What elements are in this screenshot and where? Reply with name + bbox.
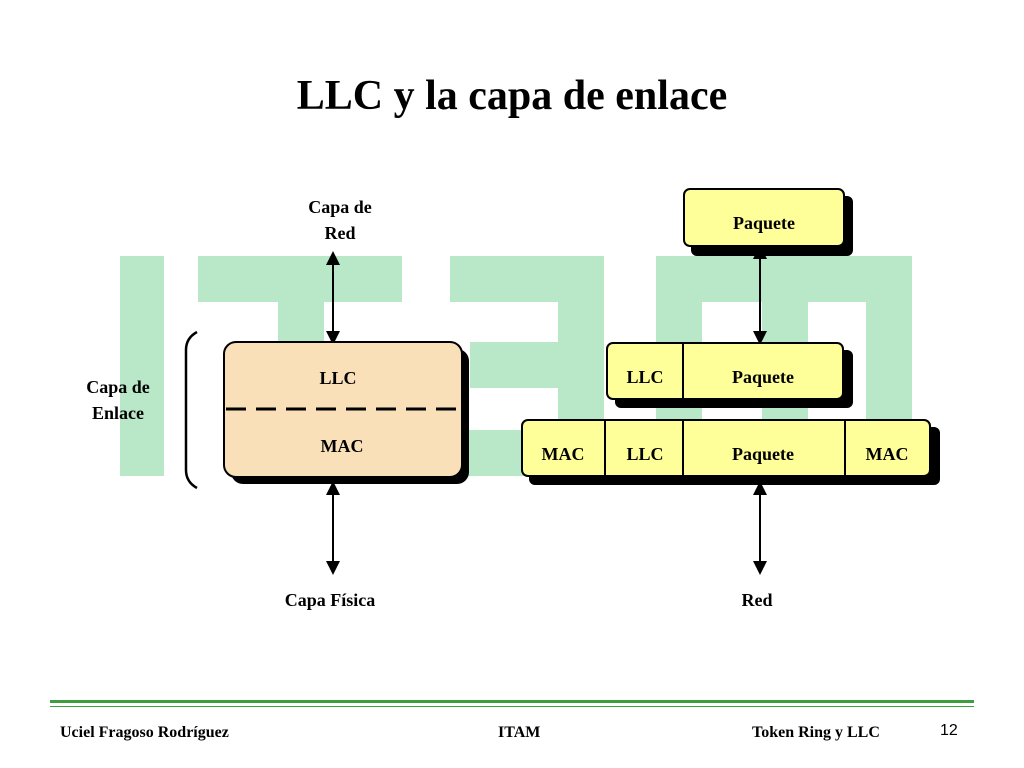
llc-row-llc: LLC [626,367,663,387]
slide-title: LLC y la capa de enlace [296,73,728,119]
footer-institution: ITAM [498,724,541,741]
red-label: Red [741,590,773,610]
llc-mac-box: LLC MAC [223,341,469,484]
box-llc-label: LLC [319,368,356,388]
mac-frame-row: MAC LLC Paquete MAC [521,419,940,485]
page-number: 12 [940,722,958,739]
capa-enlace-line1: Capa de [86,377,150,397]
frame-mac-trailer: MAC [866,444,909,464]
footer-rule-thin [50,706,974,707]
capa-red-line1: Capa de [308,197,372,217]
packet-box: Paquete [683,188,853,256]
llc-packet-row: LLC Paquete [606,342,853,408]
llc-row-packet: Paquete [732,367,794,387]
watermark-letter-i [120,256,164,476]
capa-enlace-line2: Enlace [92,403,144,423]
box-mac-label: MAC [321,436,364,456]
frame-packet: Paquete [732,444,794,464]
capa-red-line2: Red [324,223,356,243]
footer-topic: Token Ring y LLC [752,724,880,741]
capa-fisica-label: Capa Física [284,590,376,610]
capa-red-label: Capa de Red [280,194,400,246]
capa-enlace-label: Capa de Enlace [58,374,178,426]
frame-mac-header: MAC [542,444,585,464]
packet-label: Paquete [733,213,795,233]
footer-rule-thick [50,700,974,703]
enlace-bracket [184,330,198,490]
frame-llc: LLC [626,444,663,464]
footer-author: Uciel Fragoso Rodríguez [60,724,229,741]
